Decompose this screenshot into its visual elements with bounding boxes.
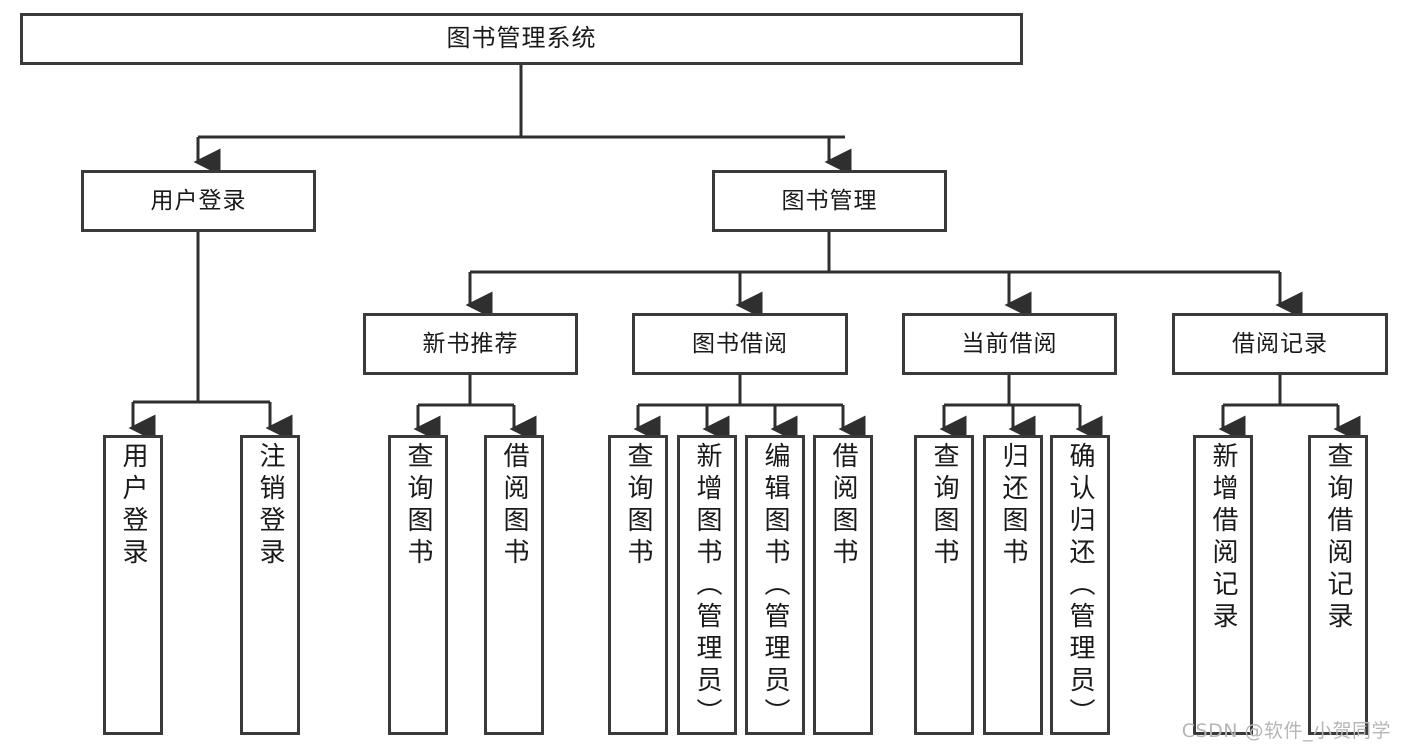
node-label: 确认归还（管理员） [1065, 442, 1095, 730]
leaf-edit-book-admin[interactable]: 编辑图书（管理员） [745, 435, 805, 735]
leaf-borrow-book-recommend[interactable]: 借阅图书 [484, 435, 544, 735]
node-current-borrow[interactable]: 当前借阅 [902, 313, 1117, 375]
node-label: 编辑图书（管理员） [760, 442, 790, 730]
leaf-query-book-current[interactable]: 查询图书 [914, 435, 974, 735]
leaf-query-book-recommend[interactable]: 查询图书 [388, 435, 448, 735]
node-label: 用户登录 [118, 442, 148, 570]
node-book-management[interactable]: 图书管理 [712, 170, 947, 232]
node-label: 查询图书 [403, 442, 433, 570]
leaf-return-book[interactable]: 归还图书 [983, 435, 1043, 735]
node-label: 用户登录 [150, 187, 247, 214]
node-label: 查询借阅记录 [1323, 442, 1353, 634]
node-label: 图书管理 [781, 187, 878, 214]
leaf-user-login[interactable]: 用户登录 [103, 435, 163, 735]
node-label: 注销登录 [255, 442, 285, 570]
node-label: 查询图书 [929, 442, 959, 570]
node-label: 借阅记录 [1232, 330, 1328, 357]
node-book-borrow[interactable]: 图书借阅 [632, 313, 848, 375]
node-label: 新增图书（管理员） [692, 442, 722, 730]
node-new-book-recommend[interactable]: 新书推荐 [363, 313, 578, 375]
node-label: 当前借阅 [961, 330, 1058, 357]
leaf-query-borrow-record[interactable]: 查询借阅记录 [1308, 435, 1368, 735]
node-user-login[interactable]: 用户登录 [81, 170, 316, 232]
leaf-query-book-borrow[interactable]: 查询图书 [608, 435, 668, 735]
node-label: 新书推荐 [422, 330, 519, 357]
node-borrow-record[interactable]: 借阅记录 [1172, 313, 1388, 375]
node-label: 图书借阅 [692, 330, 788, 357]
node-label: 新增借阅记录 [1208, 442, 1238, 634]
leaf-add-borrow-record[interactable]: 新增借阅记录 [1193, 435, 1253, 735]
leaf-add-book-admin[interactable]: 新增图书（管理员） [677, 435, 737, 735]
leaf-borrow-book[interactable]: 借阅图书 [813, 435, 873, 735]
node-root-system[interactable]: 图书管理系统 [20, 13, 1023, 65]
leaf-logout-login[interactable]: 注销登录 [240, 435, 300, 735]
node-label: 借阅图书 [828, 442, 858, 570]
leaf-confirm-return-admin[interactable]: 确认归还（管理员） [1050, 435, 1110, 735]
node-label: 查询图书 [623, 442, 653, 570]
node-label: 归还图书 [998, 442, 1028, 570]
node-label: 图书管理系统 [446, 24, 597, 53]
node-label: 借阅图书 [499, 442, 529, 570]
